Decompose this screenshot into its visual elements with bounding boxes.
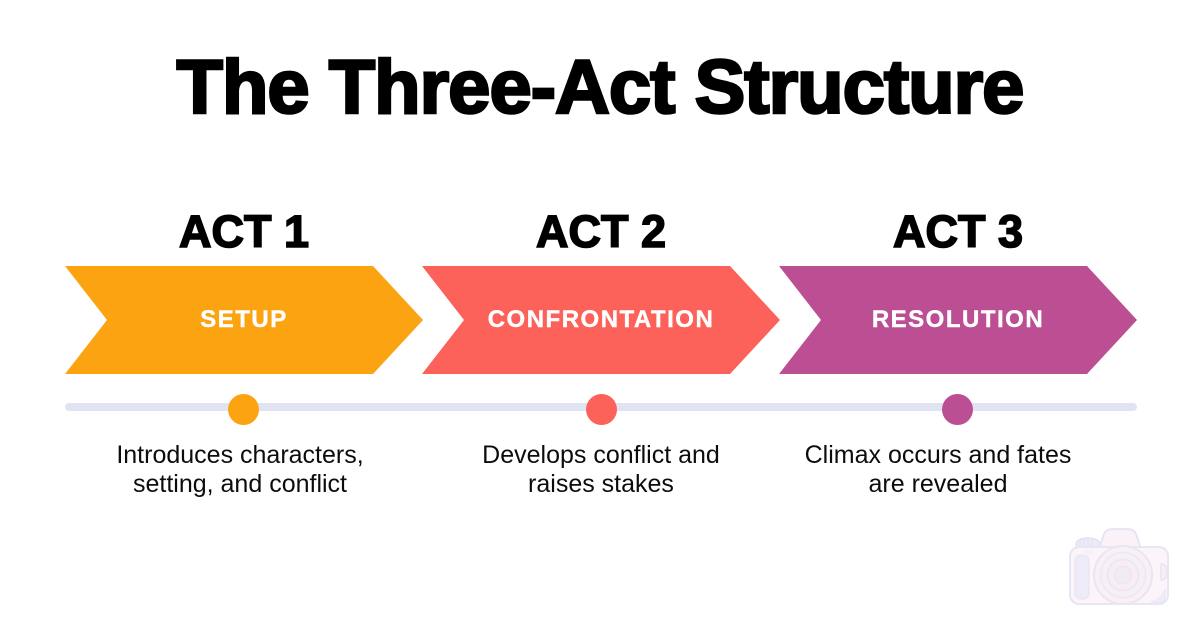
act2-chevron: CONFRONTATION (422, 266, 780, 374)
act1-chevron: SETUP (65, 266, 423, 374)
act2-description: Develops conflict and raises stakes (436, 441, 766, 498)
act1-description: Introduces characters, setting, and conf… (75, 441, 405, 498)
act3-timeline-dot (942, 394, 973, 425)
act1-description-line1: Introduces characters, (116, 441, 364, 469)
act3-description: Climax occurs and fates are revealed (773, 441, 1103, 498)
act2-timeline-dot (586, 394, 617, 425)
camera-icon (1069, 528, 1169, 605)
act1-timeline-dot (228, 394, 259, 425)
act3-description-line2: are revealed (868, 469, 1008, 498)
act3-chevron: RESOLUTION (779, 266, 1137, 374)
act2-description-line1: Develops conflict and (482, 441, 720, 469)
act2-phase-label: CONFRONTATION (487, 306, 715, 333)
act3-description-line1: Climax occurs and fates (804, 441, 1072, 469)
act2-description-line2: raises stakes (528, 469, 674, 498)
act3-phase-label: RESOLUTION (871, 306, 1045, 333)
act1-phase-label: SETUP (200, 306, 288, 333)
act1-description-line2: setting, and conflict (132, 469, 347, 498)
act3-header: ACT 3 (892, 205, 1024, 258)
act1-header: ACT 1 (178, 205, 310, 258)
page-title: The Three-Act Structure (175, 44, 1026, 132)
act2-header: ACT 2 (535, 205, 667, 258)
